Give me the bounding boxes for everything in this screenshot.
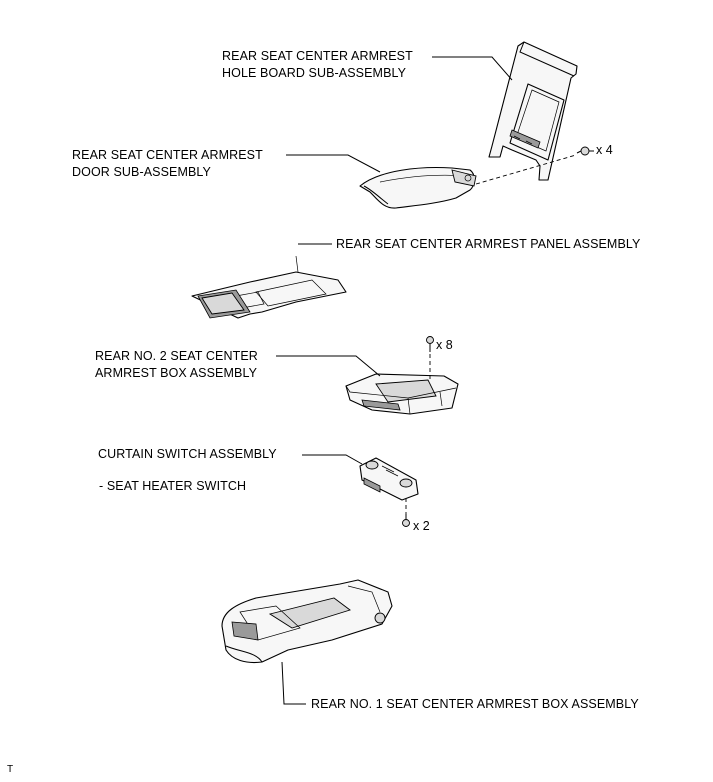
curtain-switch-label: CURTAIN SWITCH ASSEMBLY [98, 447, 277, 461]
leader-lines [276, 56, 513, 705]
screw-qty-switch: x 2 [413, 519, 430, 533]
no1-box-label: REAR NO. 1 SEAT CENTER ARMREST BOX ASSEM… [311, 697, 639, 711]
curtain-switch-part [359, 457, 419, 527]
screw-qty-box: x 8 [436, 338, 453, 352]
door-part [359, 154, 577, 209]
door-label-line2: DOOR SUB-ASSEMBLY [72, 165, 211, 179]
hole-board-part [488, 41, 578, 181]
seat-heater-label: - SEAT HEATER SWITCH [99, 479, 247, 493]
no2-box-label: REAR NO. 2 SEAT CENTER ARMREST BOX ASSEM… [95, 348, 258, 382]
no2-box-part [345, 336, 459, 415]
door-label: REAR SEAT CENTER ARMREST DOOR SUB-ASSEMB… [72, 147, 263, 181]
no2-box-label-line1: REAR NO. 2 SEAT CENTER [95, 349, 258, 363]
hole-board-label-line1: REAR SEAT CENTER ARMREST [222, 49, 413, 63]
door-label-line1: REAR SEAT CENTER ARMREST [72, 148, 263, 162]
hole-board-label-line2: HOLE BOARD SUB-ASSEMBLY [222, 66, 407, 80]
hole-board-label: REAR SEAT CENTER ARMREST HOLE BOARD SUB-… [222, 48, 413, 82]
corner-mark: T [7, 764, 14, 775]
screw-icon-hole-board [576, 146, 594, 156]
no2-box-label-line2: ARMREST BOX ASSEMBLY [95, 366, 258, 380]
no1-box-part [221, 579, 393, 664]
panel-label: REAR SEAT CENTER ARMREST PANEL ASSEMBLY [336, 237, 641, 251]
panel-part [191, 255, 347, 319]
screw-qty-hole-board: x 4 [596, 143, 613, 157]
